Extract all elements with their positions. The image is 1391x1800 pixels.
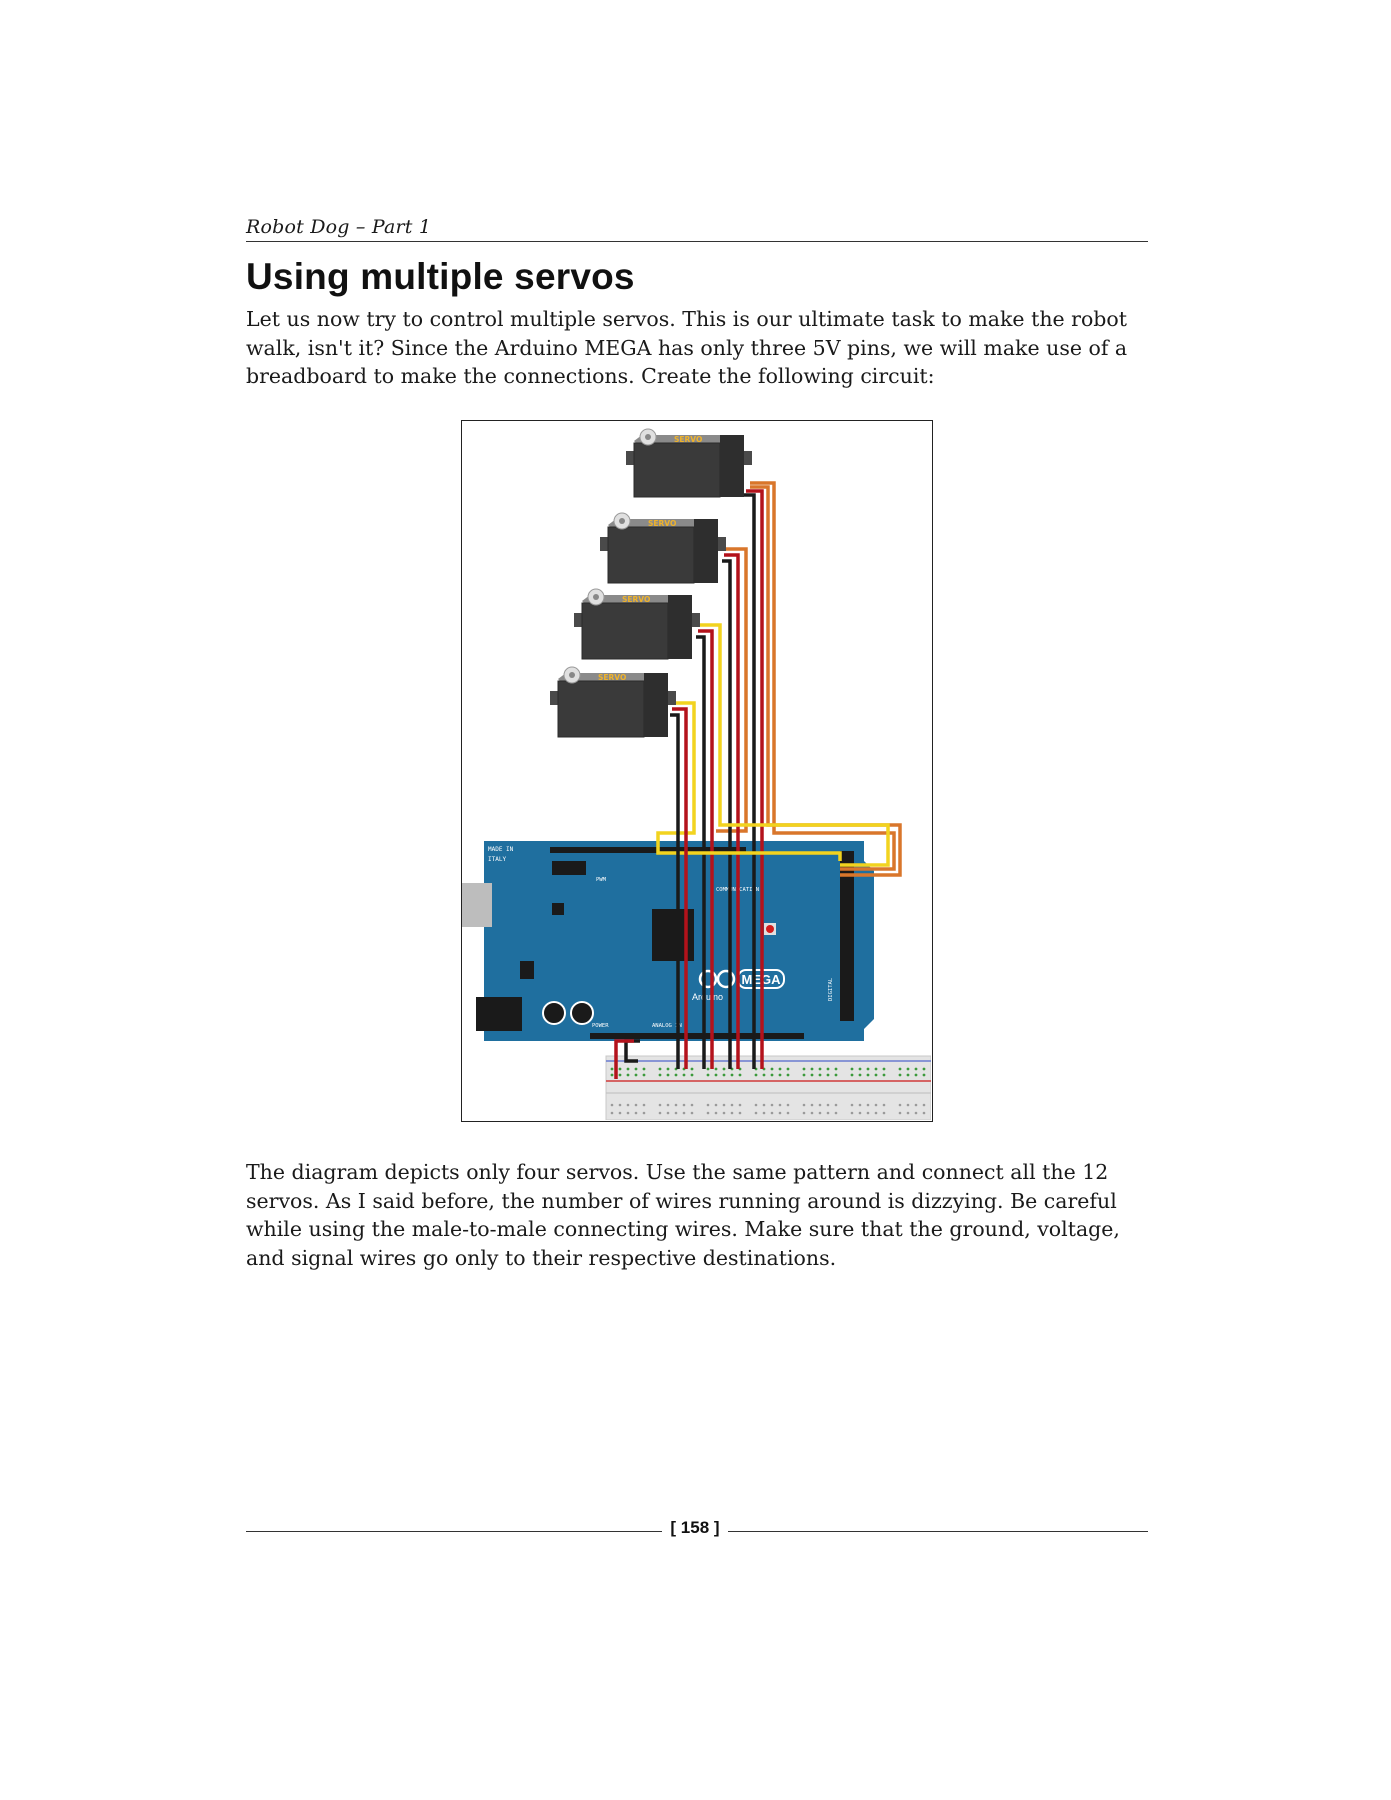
running-header: Robot Dog – Part 1 — [246, 216, 432, 238]
voltage-regulator — [520, 961, 534, 979]
usb-port — [462, 883, 492, 927]
power-wire — [698, 629, 714, 1069]
ground-wire — [744, 493, 756, 1069]
board-arduino-label: Arduino — [692, 992, 723, 1002]
intro-paragraph: Let us now try to control multiple servo… — [246, 307, 1128, 388]
circuit-diagram: MEGA Arduino MADE IN ITALY COMMUNICATION… — [462, 428, 931, 1120]
board-power-label: POWER — [592, 1023, 609, 1029]
power-wire — [614, 1039, 634, 1079]
footer-rule-right — [728, 1531, 1148, 1532]
servo-1: SERVO — [626, 428, 752, 498]
servo-label: SERVO — [598, 673, 626, 682]
board-pwm-label: PWM — [596, 877, 607, 883]
board-made-in-label: MADE IN — [488, 846, 514, 853]
circuit-figure: MEGA Arduino MADE IN ITALY COMMUNICATION… — [461, 420, 933, 1122]
footer-rule-left — [246, 1531, 662, 1532]
chip — [552, 903, 564, 915]
signal-wire — [698, 623, 890, 867]
page-number: [ 158 ] — [670, 1518, 720, 1537]
power-analog-header — [590, 1033, 804, 1039]
breadboard-rail-holes — [610, 1067, 926, 1077]
ground-wire — [670, 713, 680, 1069]
signal-wire — [750, 481, 896, 871]
ground-wire — [696, 635, 706, 1069]
power-wire — [724, 553, 740, 1069]
servo-label: SERVO — [622, 595, 650, 604]
breadboard-holes — [610, 1103, 926, 1115]
signal-wire — [656, 701, 842, 861]
breadboard — [605, 1055, 931, 1120]
board-digital-label: DIGITAL — [828, 977, 834, 1001]
digital-header-side — [840, 851, 854, 1021]
icsp-header — [552, 861, 586, 875]
board-analog-in-label: ANALOG IN — [652, 1023, 682, 1029]
power-wire — [746, 489, 764, 1069]
servo-3: SERVO — [574, 588, 700, 660]
closing-paragraph: The diagram depicts only four servos. Us… — [246, 1160, 1120, 1270]
capacitor — [570, 1001, 594, 1025]
servo-2: SERVO — [600, 512, 726, 584]
arduino-mega-board: MEGA Arduino MADE IN ITALY COMMUNICATION… — [462, 841, 874, 1041]
board-italy-label: ITALY — [488, 856, 506, 863]
header-rule — [246, 241, 1148, 242]
wires — [614, 481, 902, 1079]
servo-4: SERVO — [550, 666, 676, 738]
capacitor — [542, 1001, 566, 1025]
power-wire — [672, 707, 688, 1069]
section-title: Using multiple servos — [246, 256, 635, 297]
servo-label: SERVO — [674, 435, 702, 444]
ground-wire — [722, 559, 732, 1069]
servo-label: SERVO — [648, 519, 676, 528]
power-jack — [476, 997, 522, 1031]
digital-header-top — [550, 847, 746, 853]
arduino-logo — [698, 969, 718, 989]
